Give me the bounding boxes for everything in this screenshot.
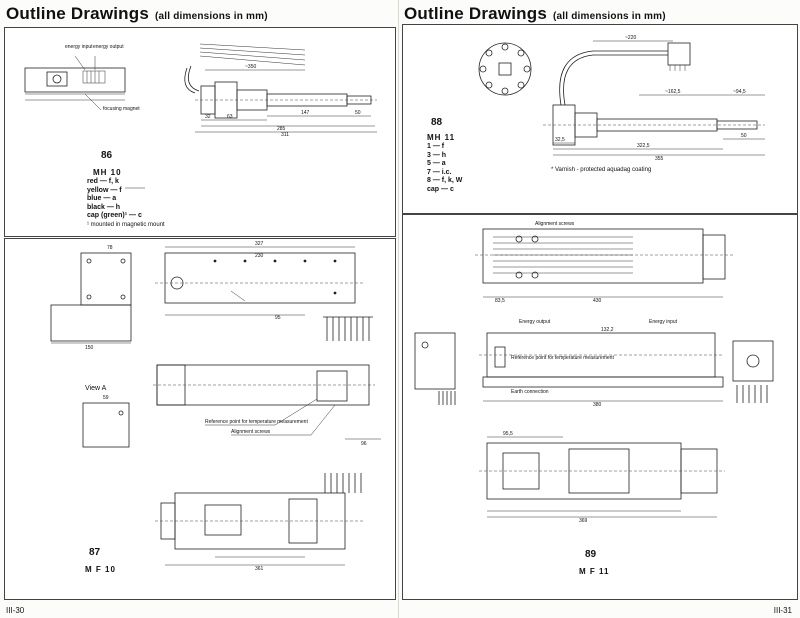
dim-87-327: 327 <box>255 241 264 247</box>
legend-row: black — h <box>87 203 121 211</box>
title-text: Outline Drawings <box>404 4 547 23</box>
figure-87-model: M F 10 <box>85 565 116 574</box>
figure-88-model: MH 11 <box>427 133 456 142</box>
legend-row: red — f, k <box>87 178 119 185</box>
label-energy-output: energy output <box>93 44 124 50</box>
figure-88-footnote: * Varnish - protected aquadag coating <box>551 167 652 173</box>
dim-88-355: 355 <box>655 156 664 162</box>
dim-88-32-5: 32,5 <box>555 137 565 143</box>
page-number-right: III-31 <box>773 606 792 615</box>
figure-86-number: 86 <box>101 150 113 161</box>
legend-row: 1 — f <box>427 143 445 150</box>
legend-row: 5 — a <box>427 160 446 167</box>
dim-87-59: 59 <box>103 395 109 401</box>
legend-row: yellow — f <box>87 186 122 194</box>
legend-row: 8 — f, k, W <box>427 177 463 184</box>
figure-87-panel: 78 150 327 230 95 59 96 361 Reference po… <box>4 238 396 600</box>
dim-86-32: 32 <box>205 114 211 120</box>
label-89-earth: Earth connection <box>511 389 549 395</box>
figure-86-footnote: ¹ mounted in magnetic mount <box>87 222 165 228</box>
dim-88-162-5: ~162,5 <box>665 89 681 95</box>
page-number-left: III-30 <box>6 606 25 615</box>
dim-89-380: 380 <box>593 402 602 408</box>
dim-86-147: 147 <box>301 110 310 116</box>
dim-88-220: ~220 <box>625 35 637 41</box>
label-focusing-magnet: focusing magnet <box>103 106 140 112</box>
dim-86-285: 285 <box>277 126 286 132</box>
dim-88-322-5: 322,5 <box>637 143 650 149</box>
dim-87-361: 361 <box>255 566 264 572</box>
label-89-align-screws: Alignment screws <box>535 221 575 227</box>
dim-87-78: 78 <box>107 245 113 251</box>
dim-86-311: 311 <box>281 132 289 138</box>
page-left: Outline Drawings (all dimensions in mm) <box>0 0 399 618</box>
dim-89-430: 430 <box>593 298 602 304</box>
dim-86-50: 50 <box>355 110 361 116</box>
legend-row: 3 — h <box>427 151 447 159</box>
dim-89-95-5: 95,5 <box>503 431 513 437</box>
label-89-energy-output: Energy output <box>519 319 551 325</box>
dim-89-83-5: 83,5 <box>495 298 505 304</box>
figure-88-drawing <box>478 40 765 156</box>
figure-89-panel: Alignment screws 430 Energy output Energ… <box>402 214 798 600</box>
dim-87-95: 95 <box>275 315 281 321</box>
legend-row: blue — a <box>87 195 117 202</box>
dim-87-96: 96 <box>361 441 367 447</box>
figure-86-model: MH 10 <box>93 168 122 177</box>
figure-88-panel: ~220 ~94,5 ~162,5 322,5 355 32,5 50 * Va… <box>402 24 798 214</box>
legend-row: 7 — i.c. <box>427 168 452 176</box>
title-subtitle: (all dimensions in mm) <box>155 11 268 22</box>
dim-86-63: 63 <box>227 114 233 120</box>
figure-87-number: 87 <box>89 547 101 558</box>
figure-86-drawing <box>24 43 377 189</box>
figure-89-model: M F 11 <box>579 567 610 576</box>
figure-87-drawing <box>50 246 381 566</box>
dim-86-350: ~350 <box>245 64 257 70</box>
dim-89-369: 369 <box>579 518 588 524</box>
figure-88-legend: 1 — f 3 — h 5 — a 7 — i.c. 8 — f, k, W c… <box>427 143 462 194</box>
dim-89-132-2: 132,2 <box>601 327 614 333</box>
label-87-align-screws: Alignment screws <box>231 429 271 435</box>
label-view-a: View A <box>85 385 107 392</box>
page-title-left: Outline Drawings (all dimensions in mm) <box>6 4 268 24</box>
title-subtitle: (all dimensions in mm) <box>553 11 666 22</box>
figure-89-number: 89 <box>585 549 597 560</box>
label-energy-input: energy input <box>65 44 93 50</box>
page-right: Outline Drawings (all dimensions in mm) <box>400 0 800 618</box>
dim-87-230: 230 <box>255 253 264 259</box>
figure-89-drawing <box>414 228 774 518</box>
label-89-ref-point: Reference point for temperature measurem… <box>511 355 614 361</box>
label-89-energy-input: Energy input <box>649 319 678 325</box>
label-87-ref-point: Reference point for temperature measurem… <box>205 419 308 425</box>
dim-87-150: 150 <box>85 345 94 351</box>
dim-88-50: 50 <box>741 133 747 139</box>
legend-row: cap (green)¹ — c <box>87 212 142 219</box>
title-text: Outline Drawings <box>6 4 149 23</box>
figure-86-legend: red — f, k yellow — f blue — a black — h… <box>87 178 142 221</box>
page-title-right: Outline Drawings (all dimensions in mm) <box>404 4 666 24</box>
dim-88-94-5: ~94,5 <box>733 89 746 95</box>
figure-86-panel: energy input energy output focusing magn… <box>4 27 396 237</box>
figure-88-number: 88 <box>431 117 443 128</box>
legend-row: cap — c <box>427 185 454 193</box>
